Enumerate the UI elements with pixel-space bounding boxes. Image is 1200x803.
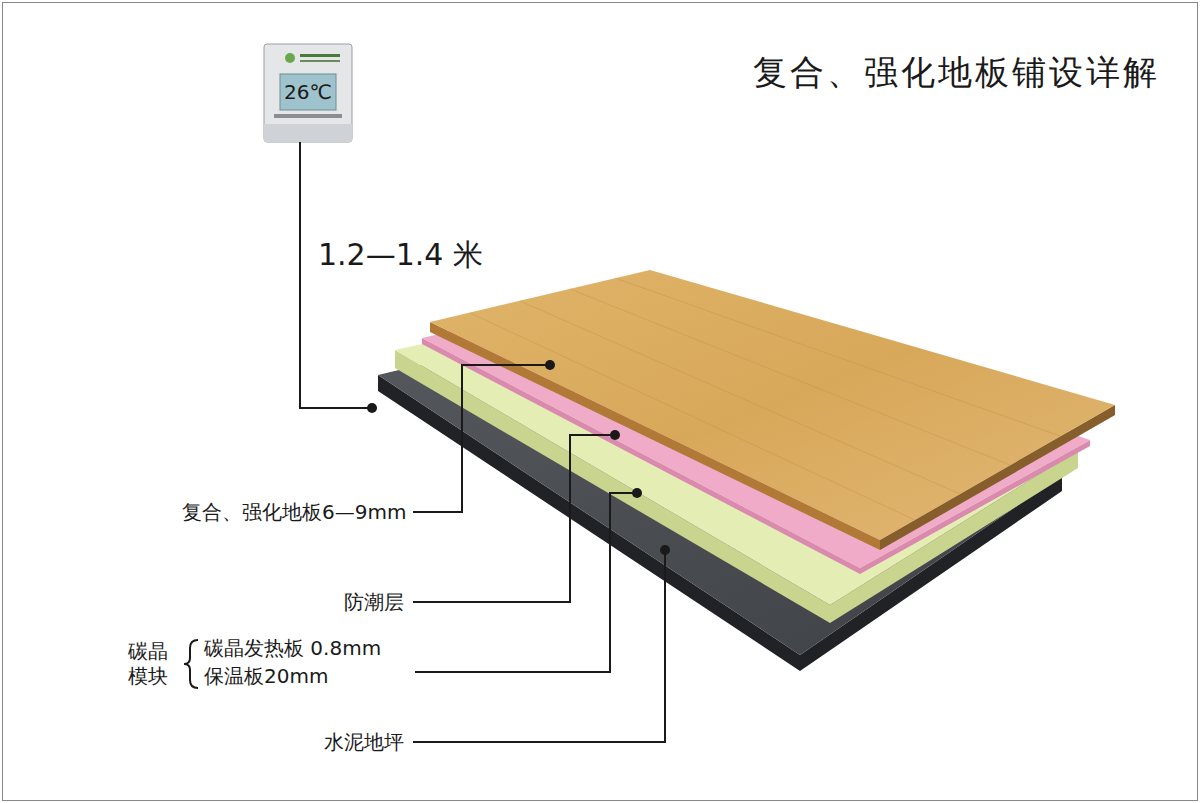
thermostat-display: 26℃ bbox=[284, 80, 332, 104]
thermostat-icon bbox=[264, 44, 352, 142]
layer-label: 保温板20mm bbox=[204, 664, 328, 688]
group-bracket bbox=[184, 640, 198, 688]
height-dimension: 1.2—1.4 米 bbox=[318, 237, 483, 273]
layer-label: 水泥地坪 bbox=[324, 730, 404, 754]
layer-label: 复合、强化地板6—9mm bbox=[182, 500, 406, 524]
leader-dots bbox=[367, 360, 670, 555]
group-label: 碳晶模块 bbox=[128, 639, 169, 689]
layer-label: 防潮层 bbox=[344, 590, 404, 614]
wood-layer bbox=[430, 270, 1115, 550]
layer-label: 碳晶发热板 0.8mm bbox=[204, 636, 381, 660]
diagram-title: 复合、强化地板铺设详解 bbox=[753, 52, 1160, 93]
